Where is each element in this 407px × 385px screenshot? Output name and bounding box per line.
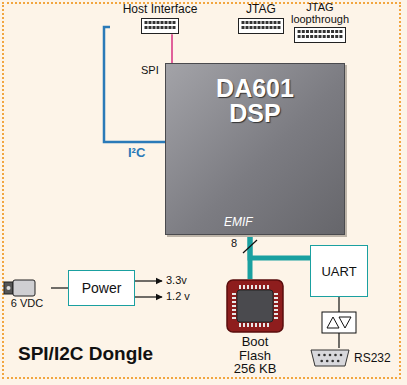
dc-power-jack: 6 VDC [3,279,51,309]
transceiver-symbol [322,312,356,333]
part-label: JTAG loopthrough [287,1,353,25]
part-label: Host Interface [110,3,210,16]
boot-flash-chip: Boot Flash 256 KB [222,279,288,376]
power-wire [51,287,68,288]
bus-width-label: 8 [230,237,238,249]
data-bus [250,235,310,258]
connector-label: RS232 [354,351,391,365]
interface-name: EMIF [224,215,253,229]
part-label: 6 VDC [3,297,51,309]
diagram-title: SPI/I2C Dongle [17,344,154,365]
dsp-chip-box: DA601 DSP EMIF [165,63,345,235]
bus-width-slash [243,240,257,253]
flash-chip-icon [226,279,284,333]
voltage-label: 1.2 v [165,290,191,302]
signal-label: I²C [127,146,146,160]
pin-header-icon [238,18,284,34]
chip-name: DA601 DSP [196,76,314,126]
rs232-connector: RS232 [310,348,391,368]
i2c-line [104,27,165,142]
pin-header-icon [141,18,179,34]
box-text: Power [82,280,122,296]
voltage-label: 3.3v [165,274,188,286]
jtag-connector: JTAG [236,3,286,34]
part-label: Boot Flash 256 KB [228,335,282,376]
pin-header-icon [294,27,346,43]
box-text: UART [321,264,356,279]
power-output-arrow [135,280,162,281]
dc-jack-icon [3,279,37,297]
db9-connector-icon [310,348,350,368]
jtag-loopthrough-connector: JTAG loopthrough [287,1,353,43]
part-label: JTAG [236,3,286,16]
power-output-arrow [135,296,162,297]
signal-label: SPI [140,64,160,76]
power-box: Power [68,270,135,306]
host-interface-connector: Host Interface [110,3,210,34]
uart-box: UART [310,245,368,297]
